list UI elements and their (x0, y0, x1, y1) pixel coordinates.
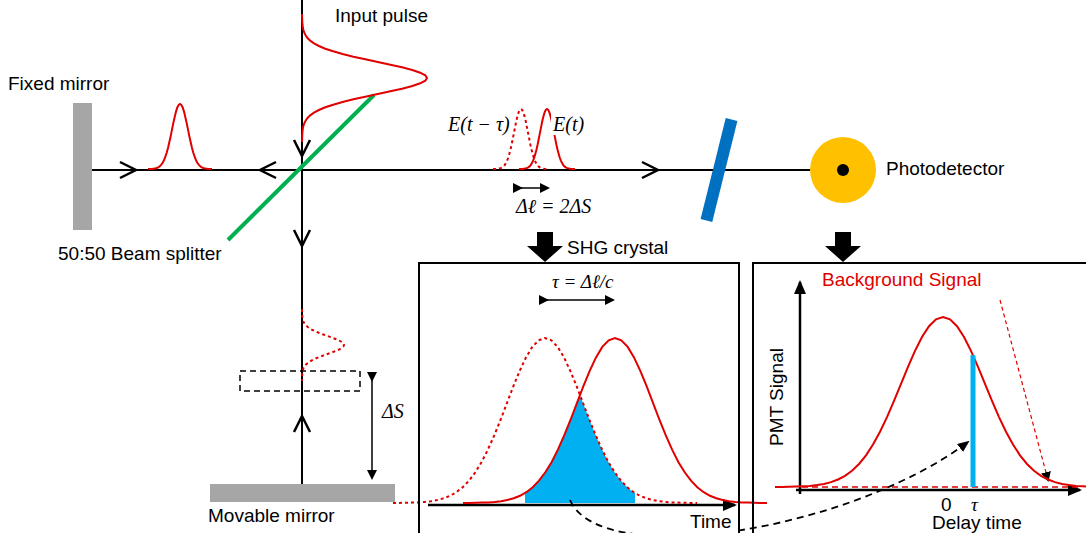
pulse-profile (463, 338, 767, 503)
time-axis (428, 504, 735, 507)
inset-panel: PMT SignalBackground Signal0τDelay time (752, 262, 1086, 533)
mirror-previous-position (240, 371, 360, 391)
label: ΔS (380, 400, 406, 422)
tau-arrow (547, 299, 613, 301)
beam-arrow (294, 230, 310, 246)
signal-axis (799, 282, 802, 494)
label: E(t) (551, 113, 586, 135)
overlap-area (525, 398, 635, 503)
beam-splitter (228, 95, 374, 240)
sample-bar (971, 355, 976, 487)
delay-label: τ = Δℓ/c (550, 272, 616, 293)
axis-label: Time (688, 512, 734, 533)
label: Δℓ = 2ΔS (514, 195, 593, 217)
beam-arrow (294, 416, 310, 432)
label: Movable mirror (206, 506, 337, 527)
leader-line (1000, 300, 1048, 480)
detector-dot (837, 164, 849, 176)
fixed-mirror (73, 103, 92, 230)
axis-label: Delay time (930, 513, 1024, 533)
movable-mirror (210, 484, 395, 502)
label: E(t − τ) (446, 113, 512, 135)
beam-arrow (294, 140, 310, 156)
delay-arrow (521, 187, 548, 189)
axis-label: PMT Signal (767, 346, 788, 448)
shg-crystal (701, 118, 738, 222)
autocorrelation-trace (775, 317, 1086, 487)
mapping-arrow (570, 442, 968, 533)
delay-axis (796, 489, 1080, 492)
label: Input pulse (333, 6, 430, 27)
background-level (802, 486, 1078, 488)
label: Fixed mirror (6, 74, 111, 95)
beam-arrow (642, 162, 658, 178)
photodetector (810, 137, 876, 203)
delayed-pulse-profile (393, 338, 697, 503)
reflected-pulse (148, 104, 212, 169)
delayed-pulse (302, 309, 344, 381)
input-pulse (302, 14, 427, 142)
label: SHG crystal (565, 238, 670, 259)
beam-arrow (120, 162, 136, 178)
label: Photodetector (884, 159, 1006, 180)
trace-label: Background Signal (820, 270, 984, 291)
block-arrow (825, 232, 861, 262)
inset-panel: τ = Δℓ/cTime (418, 262, 740, 533)
beam-arrow (260, 162, 276, 178)
block-arrow (527, 232, 563, 262)
displacement-arrow (371, 380, 373, 478)
label: 50:50 Beam splitter (56, 244, 224, 265)
